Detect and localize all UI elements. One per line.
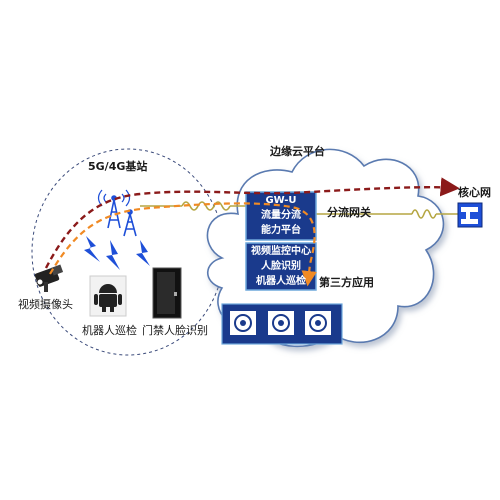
server-unit [305, 311, 331, 335]
robot-label: 机器人巡检 [82, 324, 137, 337]
tower-icon [123, 209, 137, 237]
core-link [316, 209, 458, 219]
router-icon [457, 202, 483, 228]
server-unit [230, 311, 256, 335]
gw-u-box [245, 191, 317, 241]
third-party-label: 第三方应用 [319, 276, 374, 289]
application-line: 机器人巡检 [256, 276, 306, 287]
application-line: 视频监控中心 [251, 246, 311, 257]
door-label: 门禁人脸识别 [142, 324, 208, 337]
base-station-label: 5G/4G基站 [88, 160, 148, 173]
wireless-signal-icon [136, 240, 150, 266]
backhaul-link [140, 201, 246, 211]
gw-u-title: GW-U [265, 195, 297, 206]
wireless-signal-icon [106, 240, 120, 270]
robot-icon [89, 275, 127, 317]
application-box [245, 242, 317, 291]
gw-u-line: 能力平台 [261, 225, 301, 236]
door-access-icon [152, 267, 182, 319]
split-gateway-label: 分流网关 [327, 206, 371, 219]
gw-u-text: GW-U 流量分流 能力平台 [246, 193, 316, 238]
camera-label: 视频摄像头 [18, 298, 73, 311]
application-line: 人脸识别 [261, 261, 301, 272]
gw-u-line: 流量分流 [261, 210, 301, 221]
wireless-signal-icon [84, 236, 100, 262]
application-text: 视频监控中心 人脸识别 机器人巡检 [246, 244, 316, 289]
camera-icon [34, 264, 64, 292]
edge-cloud-label: 边缘云平台 [270, 145, 325, 158]
core-traffic-path [44, 177, 460, 269]
local-traffic-path [49, 202, 317, 287]
server-unit [268, 311, 294, 335]
core-network-label: 核心网 [458, 186, 491, 199]
